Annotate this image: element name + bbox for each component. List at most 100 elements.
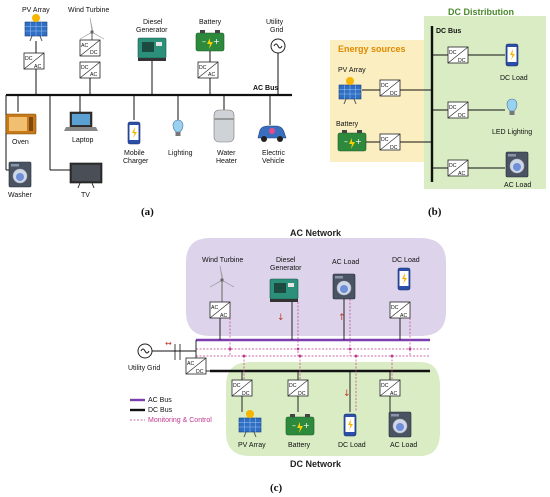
- panel-a-pv-array-icon: [24, 13, 48, 42]
- panel-c-diesel-label-2: Generator: [270, 265, 302, 272]
- panel-c-dc-load-icon: [397, 267, 411, 291]
- panel-c-dc-load-flow-arrow: ↓: [343, 389, 351, 399]
- svg-text:DC: DC: [381, 83, 389, 89]
- panel-b-pv-array-label: PV Array: [338, 67, 366, 74]
- svg-text:DC: DC: [449, 105, 457, 111]
- panel-a-ev-label-1: Electric: [262, 150, 285, 157]
- svg-text:AC: AC: [458, 171, 465, 177]
- svg-text:AC: AC: [81, 43, 88, 49]
- svg-text:DC: DC: [242, 391, 250, 397]
- svg-text:DC: DC: [449, 50, 457, 56]
- svg-text:DC: DC: [449, 163, 457, 169]
- panel-c-battery-icon: [285, 413, 315, 436]
- svg-text:DC: DC: [390, 91, 398, 97]
- legend-ac-bus-label: AC Bus: [148, 397, 172, 404]
- panel-a-water-heater-label-2: Heater: [216, 158, 238, 165]
- panel-c-ac-network-bg: [186, 238, 446, 336]
- svg-text:DC: DC: [390, 145, 398, 151]
- panel-a-lighting-label: Lighting: [168, 150, 193, 157]
- svg-text:DC: DC: [90, 50, 98, 56]
- svg-text:DC: DC: [199, 65, 207, 71]
- panel-c-legend: AC Bus DC Bus Monitoring & Control: [130, 397, 212, 424]
- panel-c-pv-array-label: PV Array: [238, 442, 266, 449]
- panel-c-utility-grid-label: Utility Grid: [128, 365, 160, 372]
- panel-a-electric-vehicle-icon: [257, 125, 287, 142]
- panel-a-utility-label-2: Grid: [270, 27, 283, 34]
- panel-a-laptop-label: Laptop: [72, 137, 94, 144]
- panel-c-dc-load-bottom-icon: [343, 413, 357, 437]
- panel-a-tv-icon: [69, 162, 103, 189]
- panel-c-diesel-flow-arrow: ↓: [277, 313, 285, 323]
- panel-c-ac-load-icon: [332, 273, 356, 300]
- panel-c-diesel-icon: [269, 278, 299, 303]
- panel-c-battery-label: Battery: [288, 442, 311, 449]
- svg-text:DC: DC: [381, 383, 389, 389]
- panel-a-water-heater-icon: [213, 109, 235, 143]
- svg-text:DC: DC: [196, 369, 204, 375]
- panel-a-ev-label-2: Vehicle: [262, 158, 285, 165]
- svg-text:DC: DC: [289, 383, 297, 389]
- svg-text:AC: AC: [187, 361, 194, 367]
- panel-c-caption: (c): [270, 482, 283, 494]
- panel-c-dc-load-label: DC Load: [392, 257, 420, 264]
- panel-b: DC Distribution Energy sources DC Bus PV…: [330, 7, 546, 218]
- svg-text:AC: AC: [208, 72, 215, 78]
- panel-c-grid-flow-arrow: ↔: [165, 339, 172, 348]
- legend-monitoring-label: Monitoring & Control: [148, 417, 212, 424]
- panel-a-caption: (a): [141, 206, 154, 218]
- panel-c-ac-load-flow-arrow: ↑: [338, 313, 346, 323]
- panel-a-diesel-label-2: Generator: [136, 27, 168, 34]
- panel-c-dc-load-bottom-label: DC Load: [338, 442, 366, 449]
- panel-a-washer-label: Washer: [8, 192, 33, 199]
- panel-b-title: DC Distribution: [448, 7, 514, 17]
- svg-text:DC: DC: [458, 58, 466, 64]
- panel-c-ac-load-label: AC Load: [332, 259, 359, 266]
- panel-b-caption: (b): [428, 206, 442, 218]
- svg-text:AC: AC: [90, 72, 97, 78]
- panel-a-diesel-generator-icon: [137, 37, 167, 62]
- panel-a-washer-icon: [8, 161, 32, 188]
- svg-text:DC: DC: [458, 113, 466, 119]
- panel-a-tv-label: TV: [81, 192, 90, 199]
- panel-c-ac-load-bottom-icon: [388, 411, 412, 438]
- panel-b-ac-load-label: AC Load: [504, 182, 531, 189]
- panel-b-dc-load-icon: [505, 43, 519, 67]
- svg-text:DC: DC: [81, 65, 89, 71]
- panel-a-battery-label: Battery: [199, 19, 222, 26]
- panel-b-battery-label: Battery: [336, 121, 359, 128]
- svg-text:AC: AC: [400, 313, 407, 319]
- panel-b-dc-bus-label: DC Bus: [436, 28, 461, 35]
- panel-c-diesel-label-1: Diesel: [276, 257, 296, 264]
- panel-a-mobile-label-2: Charger: [123, 158, 149, 165]
- panel-a-battery-icon: [195, 29, 225, 52]
- svg-text:AC: AC: [34, 64, 41, 70]
- svg-text:DC: DC: [233, 383, 241, 389]
- panel-c: AC Network DC Network Wind Turbine ACAC …: [128, 228, 446, 494]
- panel-b-led-label: LED Lighting: [492, 129, 532, 136]
- panel-b-ac-load-icon: [505, 151, 529, 178]
- panel-a-utility-grid-icon: [270, 38, 286, 54]
- svg-text:AC: AC: [211, 305, 218, 311]
- panel-a-mobile-charger-icon: [127, 121, 141, 145]
- panel-a-oven-icon: [5, 113, 37, 135]
- svg-text:DC: DC: [381, 137, 389, 143]
- panel-c-wind-turbine-label: Wind Turbine: [202, 257, 243, 264]
- panel-c-utility-grid-icon: [137, 343, 153, 359]
- svg-text:DC: DC: [391, 305, 399, 311]
- svg-text:DC: DC: [25, 56, 33, 62]
- panel-a-wind-turbine-label: Wind Turbine: [68, 7, 109, 14]
- panel-a-ac-bus-label: AC Bus: [253, 85, 278, 92]
- panel-a-lighting-icon: [172, 119, 184, 137]
- panel-a-utility-label-1: Utility: [266, 19, 284, 26]
- panel-a-laptop-icon: [64, 111, 98, 131]
- svg-text:AC: AC: [390, 391, 397, 397]
- panel-b-energy-sources-label: Energy sources: [338, 44, 406, 54]
- svg-text:AC: AC: [220, 313, 227, 319]
- panel-c-ac-load-bottom-label: AC Load: [390, 442, 417, 449]
- panel-c-dc-network-label: DC Network: [290, 459, 342, 469]
- panel-a-diesel-label-1: Diesel: [143, 19, 163, 26]
- panel-b-battery-icon: [337, 129, 367, 152]
- panel-a-mobile-label-1: Mobile: [124, 150, 145, 157]
